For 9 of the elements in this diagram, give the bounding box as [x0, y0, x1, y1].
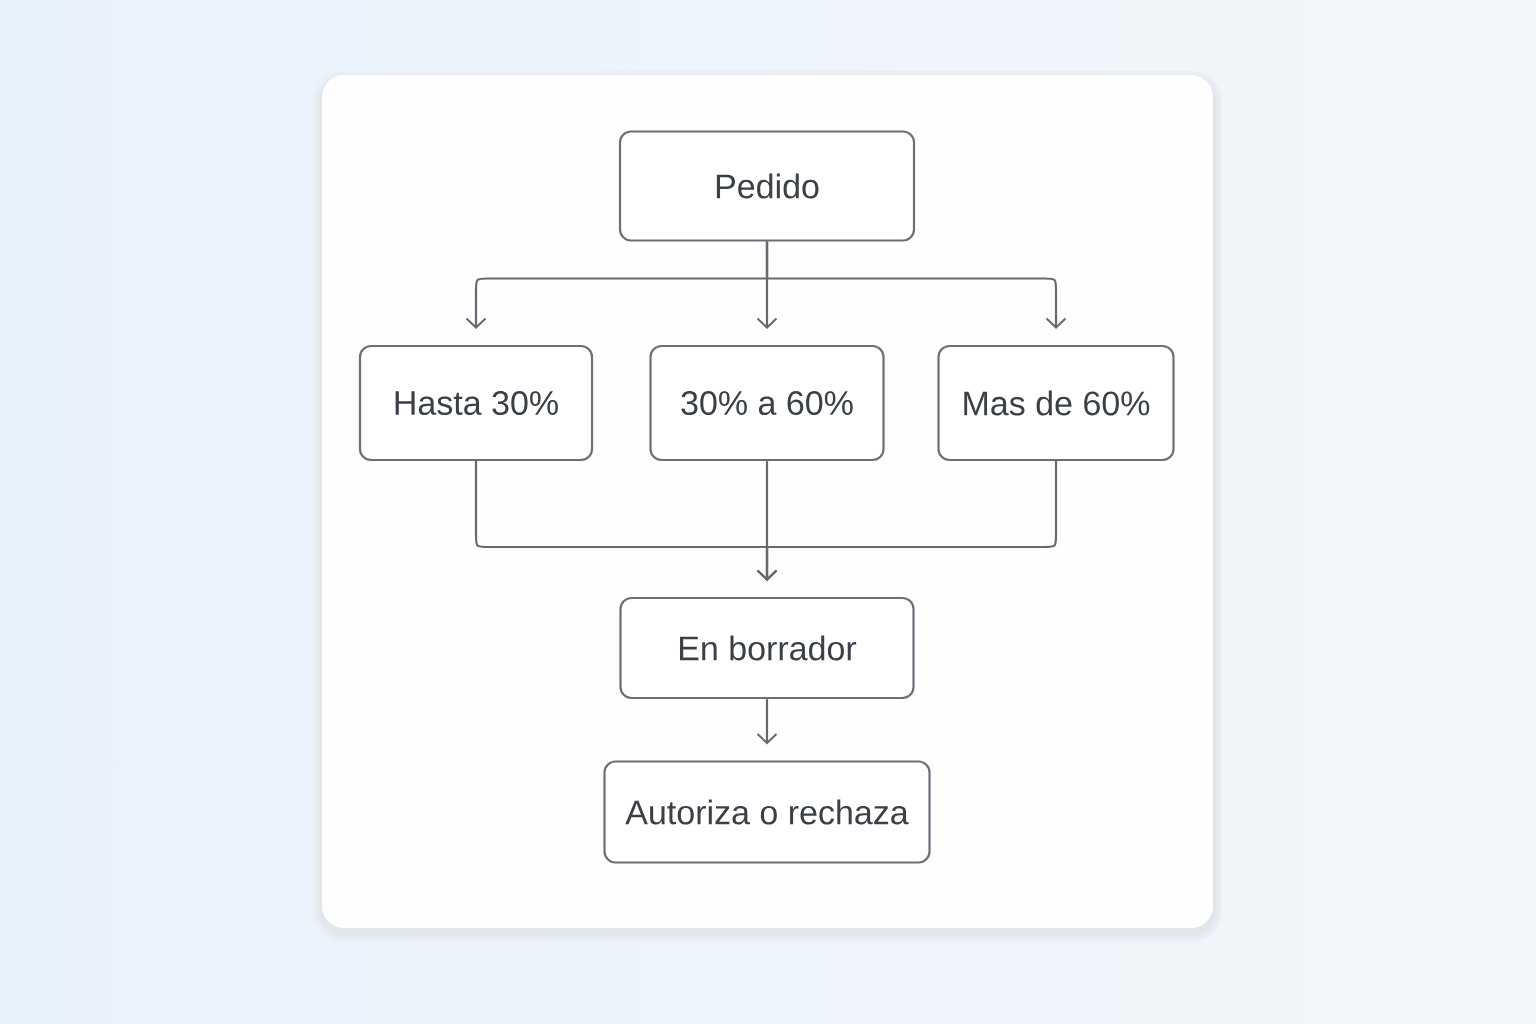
arrow [756, 699, 778, 745]
process-box: 30% a 60% [649, 344, 885, 462]
process-box: Pedido [618, 130, 916, 242]
arrow [756, 461, 1058, 581]
process-box: Mas de 60% [937, 344, 1175, 462]
arrow [765, 241, 1067, 329]
process-box: Autoriza o rechaza [603, 760, 931, 864]
process-box: En borrador [619, 596, 915, 700]
process-box: Hasta 30% [358, 344, 594, 462]
